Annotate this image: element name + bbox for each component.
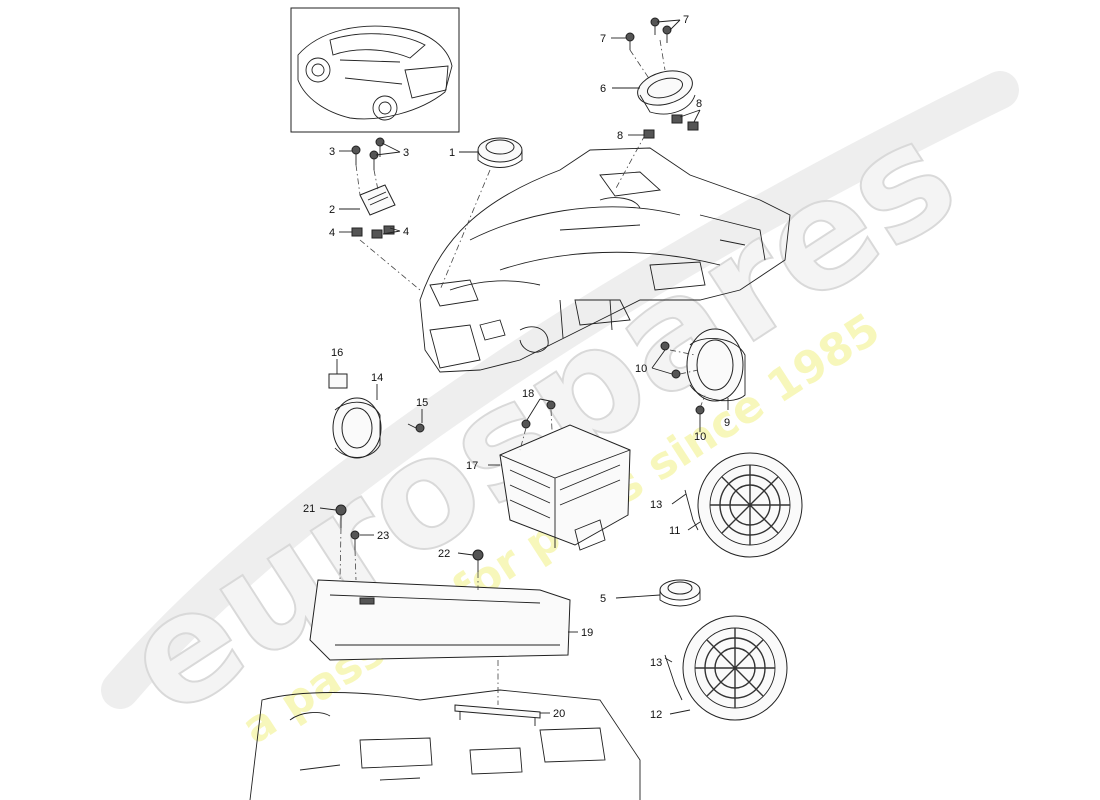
part-right-speaker <box>660 328 746 415</box>
callout-1: 1 <box>449 147 455 159</box>
callout-4a: 4 <box>329 227 335 239</box>
callout-18: 18 <box>522 388 534 400</box>
callout-8b: 8 <box>696 98 702 110</box>
callout-6: 6 <box>600 83 606 95</box>
callout-23: 23 <box>377 530 389 542</box>
lower-body-structure <box>249 689 641 800</box>
car-thumbnail <box>290 7 460 133</box>
callout-14: 14 <box>371 372 383 384</box>
callout-4b: 4 <box>403 226 409 238</box>
part-amplifier <box>499 400 631 551</box>
part-left-speaker <box>328 373 425 459</box>
part-control-module <box>351 137 396 239</box>
part-lower-grille <box>664 615 788 721</box>
leader-lines <box>319 19 729 715</box>
callout-5: 5 <box>600 593 606 605</box>
dashboard-structure <box>419 147 791 373</box>
callout-19: 19 <box>581 627 593 639</box>
callout-labels: 1 2 3 3 4 4 5 6 7 7 8 8 9 10 10 11 12 13… <box>303 14 730 721</box>
callout-15: 15 <box>416 397 428 409</box>
part-bracket <box>454 704 541 726</box>
callout-16: 16 <box>331 347 343 359</box>
callout-13b: 13 <box>650 657 662 669</box>
callout-10b: 10 <box>694 431 706 443</box>
callout-2: 2 <box>329 204 335 216</box>
callout-9: 9 <box>724 417 730 429</box>
part-lower-tweeter <box>659 579 701 607</box>
callout-13a: 13 <box>650 499 662 511</box>
callout-7a: 7 <box>600 33 606 45</box>
callout-3b: 3 <box>403 147 409 159</box>
part-trim-panel <box>309 504 571 661</box>
callout-3a: 3 <box>329 146 335 158</box>
callout-12: 12 <box>650 709 662 721</box>
assembly-lines <box>339 39 706 705</box>
callout-21: 21 <box>303 503 315 515</box>
callout-10a: 10 <box>635 363 647 375</box>
part-upper-speaker <box>625 17 699 139</box>
callout-8a: 8 <box>617 130 623 142</box>
part-center-tweeter <box>477 137 523 168</box>
callout-22: 22 <box>438 548 450 560</box>
callout-7b: 7 <box>683 14 689 26</box>
callout-20: 20 <box>553 708 565 720</box>
callout-17: 17 <box>466 460 478 472</box>
part-upper-grille <box>684 452 803 558</box>
callout-11: 11 <box>669 525 680 537</box>
